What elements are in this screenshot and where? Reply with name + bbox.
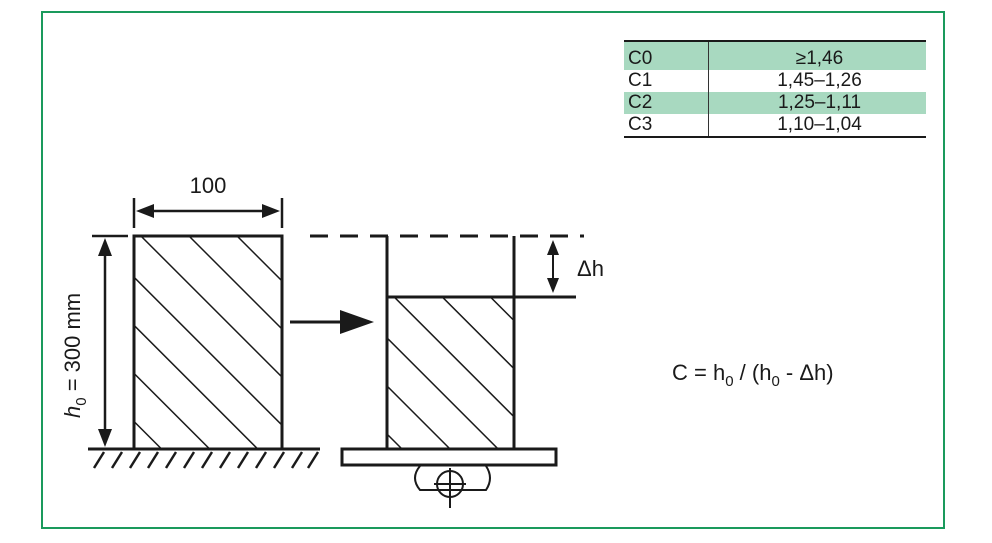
ground-hatch <box>88 447 320 469</box>
specimen-original <box>132 234 284 451</box>
class-code: C1 <box>624 70 709 92</box>
delta-dimension <box>547 240 559 293</box>
height-label: h0 = 300 mm <box>60 293 90 418</box>
load-cell <box>414 465 491 508</box>
class-range: 1,25–1,11 <box>708 92 926 114</box>
width-label: 100 <box>190 173 227 198</box>
outer-frame <box>41 11 945 529</box>
height-dimension <box>92 234 128 447</box>
class-code: C3 <box>624 114 709 138</box>
class-range: 1,45–1,26 <box>777 70 862 91</box>
class-range: 1,10–1,04 <box>708 114 926 138</box>
process-arrow <box>290 310 374 334</box>
formula: C = h0 / (h0 - Δh) <box>672 360 834 390</box>
width-dimension <box>132 198 284 228</box>
specimen-compressed <box>385 295 516 451</box>
table-row: C2 1,25–1,11 <box>624 92 926 114</box>
compressibility-table: C0 ≥1,46 C1 1,45–1,26 C2 1,25–1,11 C3 1,… <box>624 40 926 138</box>
table-row: C3 1,10–1,04 <box>624 114 926 138</box>
table-row: C0 ≥1,46 <box>624 40 926 70</box>
class-range: ≥1,46 <box>708 40 926 70</box>
class-code: C0 <box>624 40 709 70</box>
class-code: C2 <box>624 92 709 114</box>
delta-label: Δh <box>577 256 604 281</box>
table-row: C1 1,45–1,26 <box>624 70 926 92</box>
base-plate <box>340 447 558 467</box>
